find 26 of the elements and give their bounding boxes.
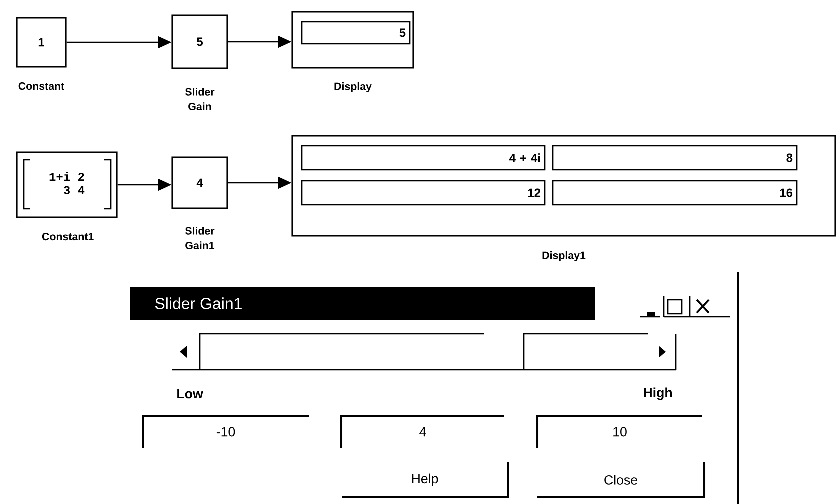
display-block (292, 11, 414, 69)
block-label: Constant (18, 82, 64, 90)
gain-block: 4 (172, 156, 228, 210)
input-field: -10 (142, 415, 309, 448)
block-label: Display (334, 82, 372, 92)
button: Help (342, 462, 509, 498)
title-bar: Slider Gain1 (130, 287, 595, 320)
matrix-block: 1+i 2 3 4 (16, 152, 118, 218)
value-field: 5 (301, 21, 411, 45)
value-field: 12 (301, 180, 546, 206)
block-label: Display1 (542, 252, 586, 262)
display-block (292, 135, 836, 237)
block-label: Constant1 (42, 233, 94, 241)
slider-limit-label: High (644, 388, 672, 400)
input-field: 10 (536, 415, 702, 448)
button: Close (538, 462, 706, 498)
dialog-window (130, 272, 739, 504)
value-field: 8 (552, 145, 798, 171)
slider-limit-label: Low (178, 389, 204, 399)
block-label: Slider Gain1 (186, 227, 215, 250)
value-field: 16 (552, 180, 798, 206)
gain-block: 1 (16, 17, 67, 68)
input-field: 4 (340, 415, 504, 448)
value-field: 4 + 4i (301, 145, 546, 171)
block-label: Slider Gain (186, 88, 215, 111)
gain-block: 5 (172, 14, 228, 70)
